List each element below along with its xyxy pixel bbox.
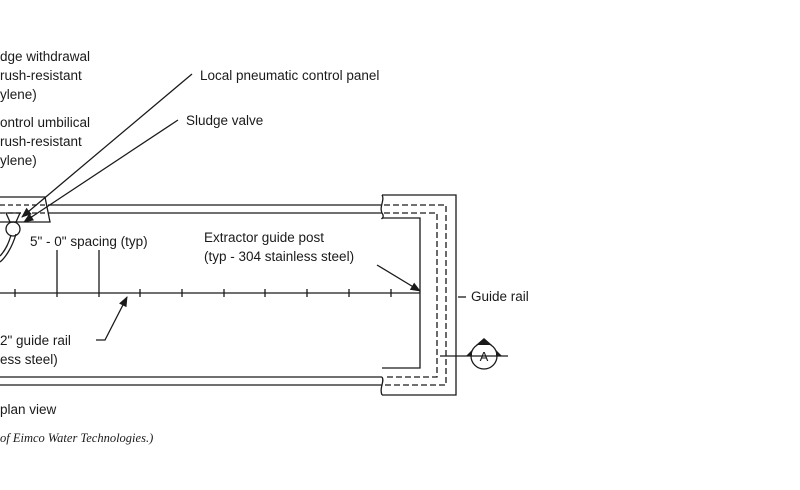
label-line: ylene) (0, 87, 37, 102)
leader-sludge-valve (23, 119, 179, 223)
label-line: 2" guide rail (0, 333, 71, 348)
label-line: dge withdrawal (0, 49, 91, 64)
leader-guide-rail-left (96, 296, 128, 341)
label-line: Extractor guide post (204, 230, 325, 245)
leader-extractor-post (376, 264, 421, 292)
label-line: ess steel) (0, 352, 58, 367)
label-control-umbilical: ontrol umbilical rush-resistant ylene) (0, 113, 90, 170)
view-title: plan view (0, 402, 57, 417)
label-spacing: 5" - 0" spacing (typ) (30, 234, 148, 249)
section-marker-label: A (480, 349, 489, 364)
sludge-valve-body (4, 212, 22, 223)
rail-ticks (14, 289, 392, 297)
leader-local-panel (21, 73, 193, 218)
label-guide-rail-right: Guide rail (471, 289, 529, 304)
label-sludge-withdrawal: dge withdrawal rush-resistant ylene) (0, 47, 90, 104)
section-marker-arrows (466, 338, 502, 356)
label-line: ylene) (0, 153, 37, 168)
guide-rail-dashed-outer (384, 204, 447, 386)
sludge-valve-ball (5, 221, 21, 237)
umbilical-hose (0, 233, 17, 263)
label-extractor-post: Extractor guide post (typ - 304 stainles… (204, 228, 354, 266)
label-line: ontrol umbilical (0, 115, 91, 130)
label-line: rush-resistant (0, 134, 82, 149)
end-wall-inner (382, 217, 421, 369)
label-sludge-valve: Sludge valve (186, 113, 264, 128)
label-line: (typ - 304 stainless steel) (204, 249, 355, 264)
guide-rail-dashed-inner (384, 212, 438, 378)
label-line: rush-resistant (0, 68, 82, 83)
label-local-panel: Local pneumatic control panel (200, 68, 380, 83)
figure-caption: of Eimco Water Technologies.) (0, 431, 154, 445)
end-wall-outer (382, 194, 457, 396)
label-guide-rail-left: 2" guide rail ess steel) (0, 331, 71, 369)
